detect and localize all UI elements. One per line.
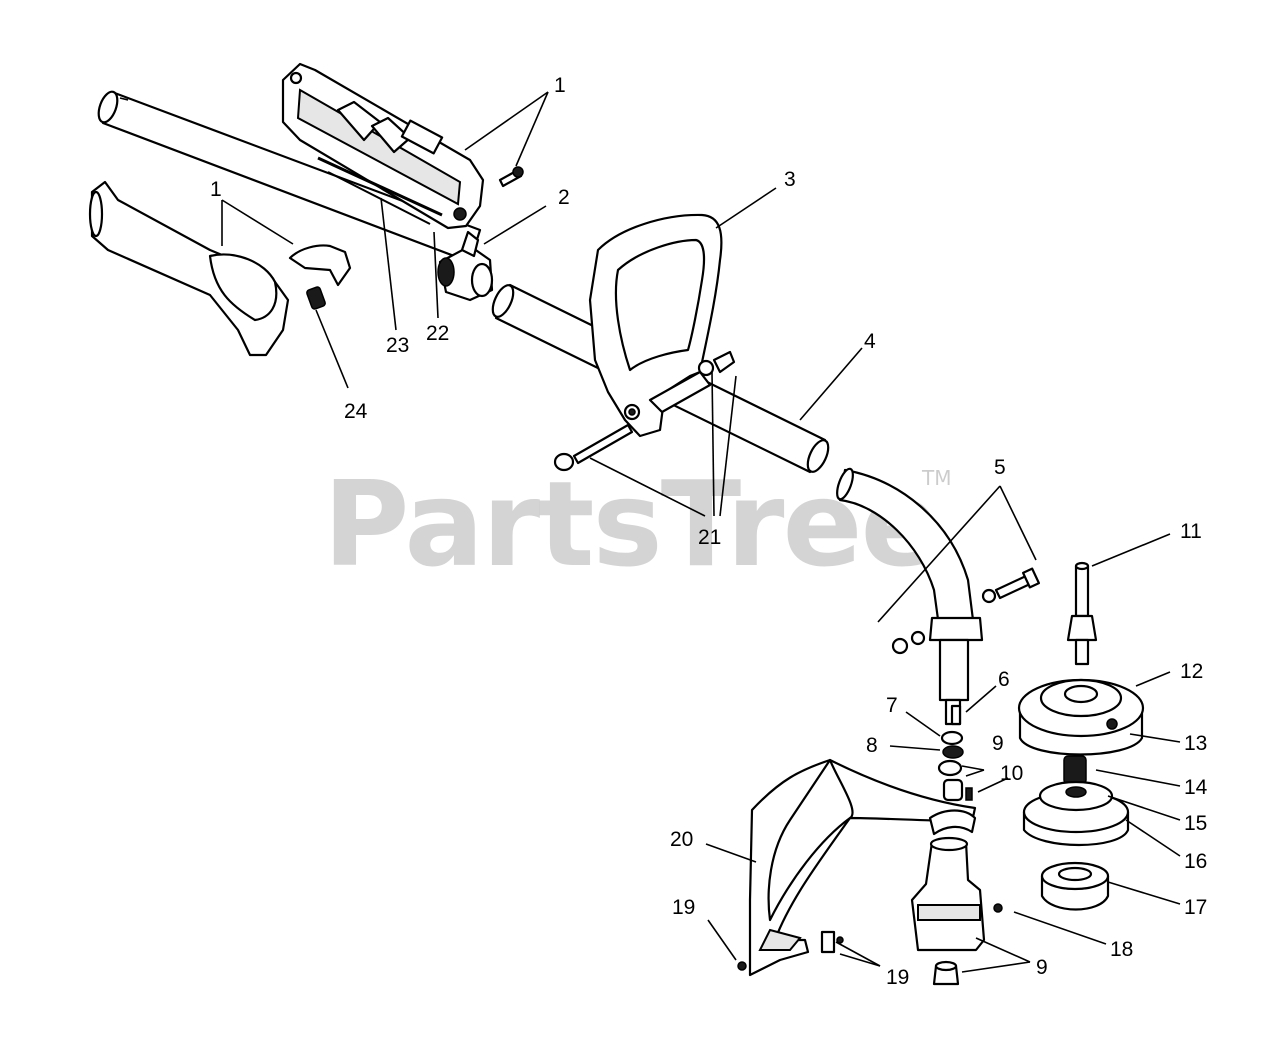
callout-10: 10 — [1000, 762, 1023, 785]
callout-14: 14 — [1184, 776, 1208, 799]
bottom-nut — [932, 960, 960, 986]
callout-24: 24 — [344, 400, 368, 423]
callout-22: 22 — [426, 322, 449, 345]
callout-5: 5 — [994, 456, 1006, 479]
lower-curved-shaft — [836, 467, 984, 726]
arbor-bolt — [1066, 561, 1098, 666]
throttle-trigger — [288, 244, 352, 287]
head-spring — [1063, 755, 1087, 785]
callout-1-lower: 1 — [210, 178, 222, 201]
callout-13: 13 — [1184, 732, 1207, 755]
callout-19-right: 19 — [886, 966, 909, 989]
callout-labels: 1 1 2 3 4 5 6 7 8 9 9 10 11 12 13 14 15 … — [210, 74, 1208, 989]
handle-housing-upper — [281, 62, 485, 230]
line-spool — [1022, 780, 1130, 847]
leader-lines — [221, 91, 1181, 973]
shaft-clamp-nut — [891, 630, 926, 655]
callout-18: 18 — [1110, 938, 1133, 961]
housing-screw — [498, 166, 524, 188]
clamp-nut — [697, 350, 736, 377]
gear-head-housing — [910, 836, 1003, 952]
shaft-clamp-bolt — [981, 567, 1041, 604]
callout-21: 21 — [698, 526, 721, 549]
callout-8: 8 — [866, 734, 878, 757]
small-hardware-stack — [937, 704, 973, 802]
callout-1-upper: 1 — [554, 74, 566, 97]
callout-2: 2 — [558, 186, 570, 209]
callout-12: 12 — [1180, 660, 1203, 683]
callout-6: 6 — [998, 668, 1010, 691]
callout-15: 15 — [1184, 812, 1207, 835]
watermark-text: PartsTree — [323, 455, 939, 593]
shaft-coupler — [437, 230, 494, 302]
callout-3: 3 — [784, 168, 796, 191]
callout-4: 4 — [864, 330, 876, 353]
bump-knob — [1040, 861, 1110, 911]
shield-bracket — [737, 809, 977, 971]
callout-20: 20 — [670, 828, 693, 851]
spool-housing — [1017, 678, 1145, 756]
callout-9-upper: 9 — [992, 732, 1004, 755]
callout-11: 11 — [1180, 520, 1202, 543]
watermark-trademark: TM — [921, 466, 951, 490]
callout-17: 17 — [1184, 896, 1207, 919]
trigger-spring — [306, 286, 326, 310]
clamp-bolt — [553, 423, 634, 472]
assist-handle — [588, 213, 723, 438]
throttle-rod — [317, 156, 443, 225]
callout-23: 23 — [386, 334, 409, 357]
callout-7: 7 — [886, 694, 898, 717]
handle-housing-lower — [88, 180, 290, 357]
callout-19-left: 19 — [672, 896, 695, 919]
callout-9-lower: 9 — [1036, 956, 1048, 979]
callout-16: 16 — [1184, 850, 1207, 873]
